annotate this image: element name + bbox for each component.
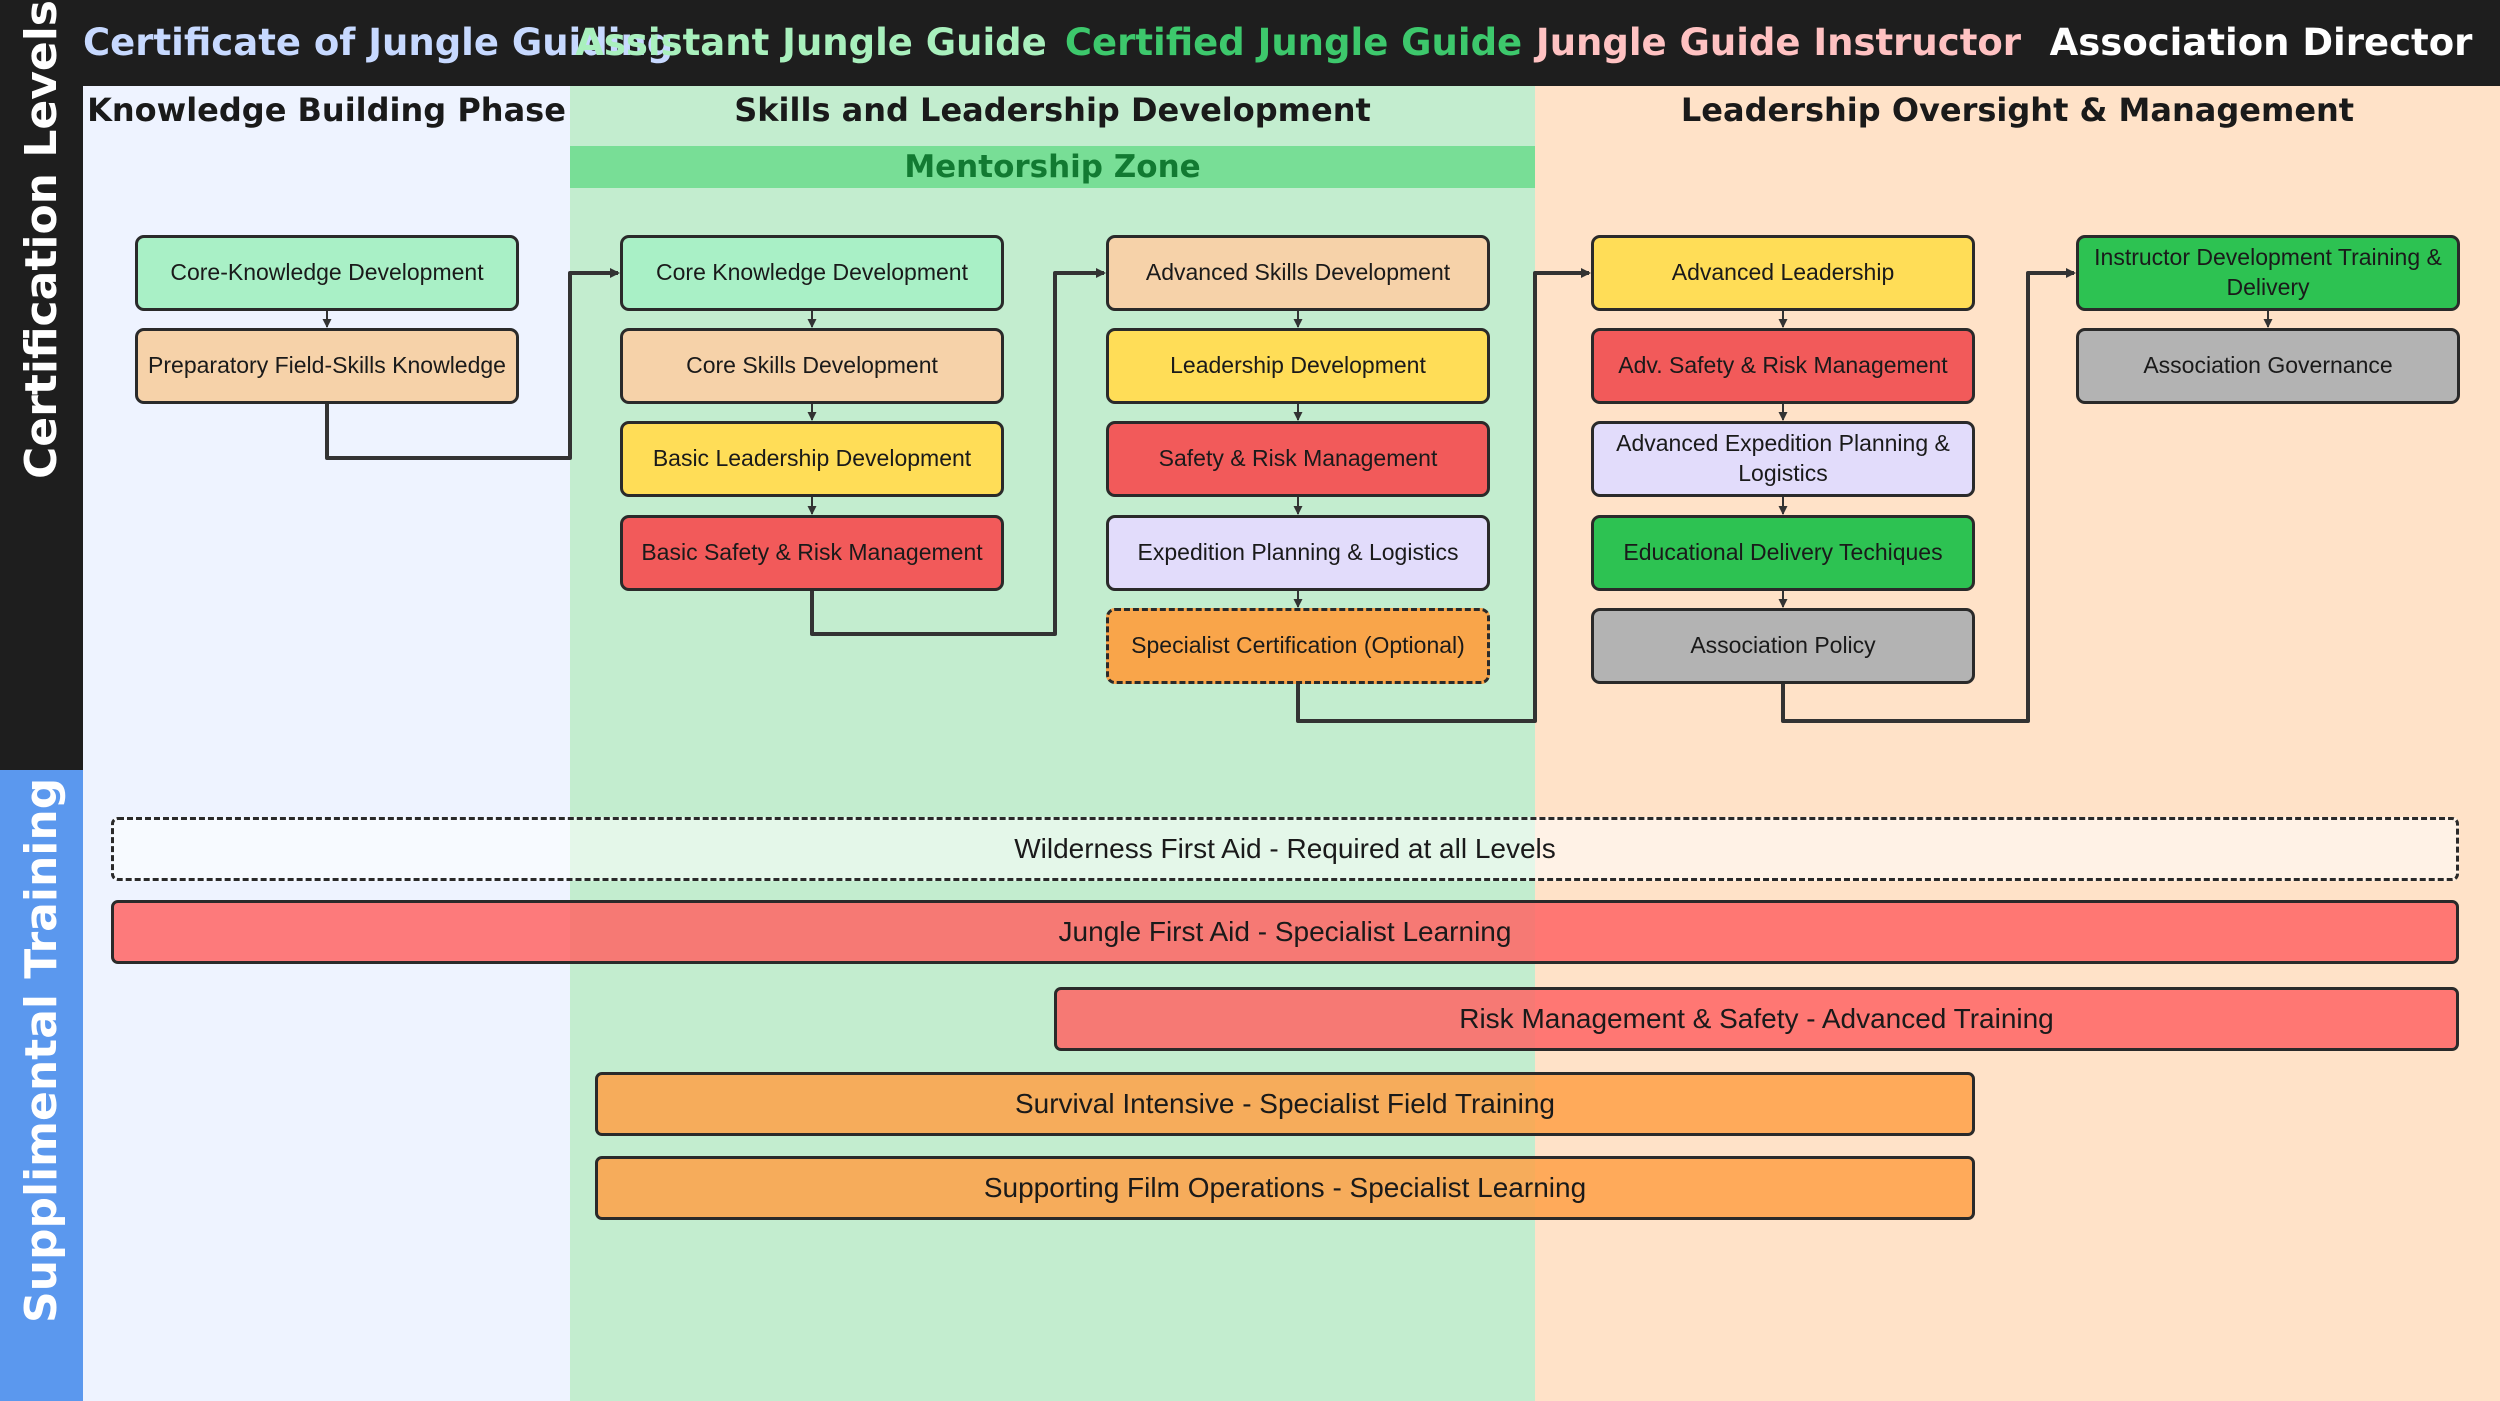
certification-levels-label: Certification Levels [16, 0, 67, 480]
step-advanced-skills: Advanced Skills Development [1106, 235, 1490, 311]
level-title-certified-guide: Certified Jungle Guide [1064, 21, 1523, 64]
phase-title-leadership: Leadership Oversight & Management [1680, 91, 2355, 129]
step-educational-delivery: Educational Delivery Techiques [1591, 515, 1975, 591]
band-survival-intensive: Survival Intensive - Specialist Field Tr… [595, 1072, 1975, 1136]
step-preparatory-field-skills: Preparatory Field-Skills Knowledge [135, 328, 519, 404]
band-supporting-film-operations: Supporting Film Operations - Specialist … [595, 1156, 1975, 1220]
step-advanced-expedition-planning: Advanced Expedition Planning & Logistics [1591, 421, 1975, 497]
step-core-knowledge: Core Knowledge Development [620, 235, 1004, 311]
phase-title-knowledge: Knowledge Building Phase [87, 91, 566, 129]
step-core-skills: Core Skills Development [620, 328, 1004, 404]
step-basic-safety-risk: Basic Safety & Risk Management [620, 515, 1004, 591]
mentorship-zone-banner: Mentorship Zone [570, 146, 1535, 188]
step-basic-leadership: Basic Leadership Development [620, 421, 1004, 497]
step-safety-risk: Safety & Risk Management [1106, 421, 1490, 497]
step-adv-safety-risk: Adv. Safety & Risk Management [1591, 328, 1975, 404]
step-expedition-planning: Expedition Planning & Logistics [1106, 515, 1490, 591]
phase-title-skills: Skills and Leadership Development [734, 91, 1371, 129]
step-core-knowledge-development: Core-Knowledge Development [135, 235, 519, 311]
certification-levels-sidebar [0, 0, 83, 770]
level-title-director: Association Director [2049, 21, 2473, 64]
band-jungle-first-aid: Jungle First Aid - Specialist Learning [111, 900, 2459, 964]
step-association-governance: Association Governance [2076, 328, 2460, 404]
step-association-policy: Association Policy [1591, 608, 1975, 684]
level-header-bar: Certificate of Jungle Guiding Assistant … [0, 0, 2500, 86]
band-risk-management-safety: Risk Management & Safety - Advanced Trai… [1054, 987, 2459, 1051]
level-title-instructor: Jungle Guide Instructor [1535, 21, 2022, 64]
supplemental-training-label: Supplimental Training [16, 777, 67, 1323]
step-leadership-development: Leadership Development [1106, 328, 1490, 404]
level-title-certificate: Certificate of Jungle Guiding [83, 21, 674, 64]
step-instructor-development: Instructor Development Training & Delive… [2076, 235, 2460, 311]
band-wilderness-first-aid: Wilderness First Aid - Required at all L… [111, 817, 2459, 881]
supplemental-training-sidebar [0, 770, 83, 1401]
step-specialist-certification: Specialist Certification (Optional) [1106, 608, 1490, 684]
step-advanced-leadership: Advanced Leadership [1591, 235, 1975, 311]
level-title-assistant-guide: Assistant Jungle Guide [575, 21, 1047, 64]
